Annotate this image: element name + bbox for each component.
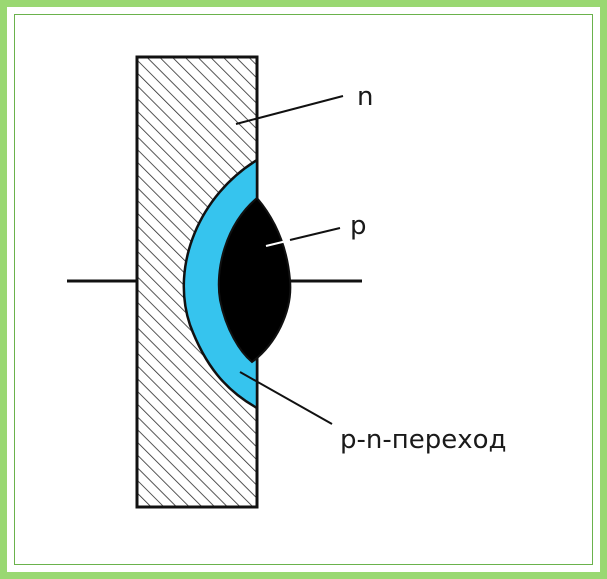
label-pn-junction: p-n-переход [340, 425, 507, 455]
label-n: n [357, 82, 373, 112]
p-leader-line [289, 227, 341, 241]
n-leader-line [235, 95, 344, 125]
label-p: p [350, 211, 367, 241]
p-region [217, 196, 292, 364]
junction-leader-line [239, 371, 333, 425]
